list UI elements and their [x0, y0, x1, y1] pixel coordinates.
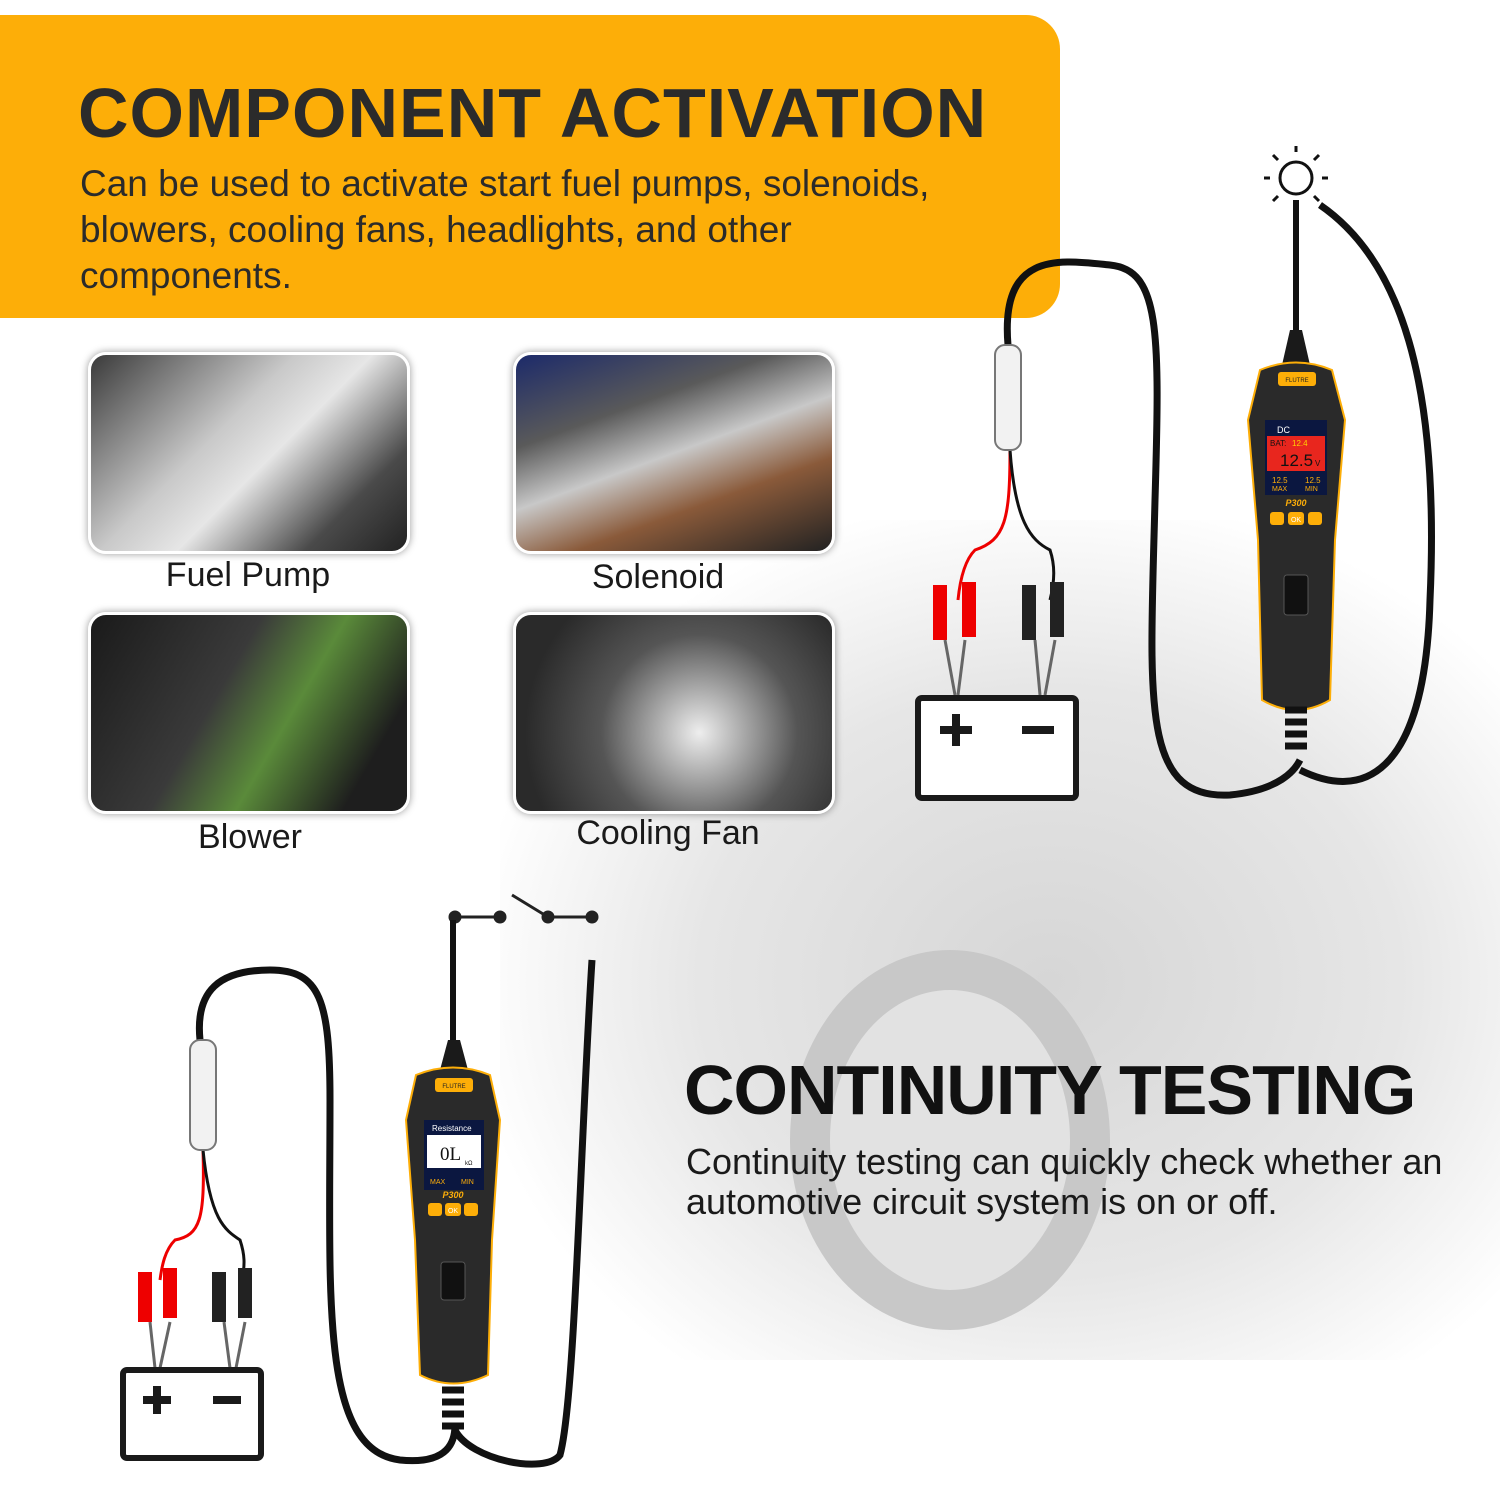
cable-bottom-right — [451, 959, 596, 1468]
continuity-title: CONTINUITY TESTING — [684, 1051, 1416, 1129]
device-screen-text: MAX — [1272, 486, 1288, 493]
device-screen-text: kΩ — [465, 1161, 473, 1167]
cable-bottom-left — [195, 966, 459, 1465]
switch-symbol — [448, 893, 599, 924]
cooling-fan-label: Cooling Fan — [576, 814, 760, 852]
cable-top-left — [1003, 258, 1304, 799]
connector-top — [994, 344, 1022, 451]
blower-label: Blower — [198, 818, 302, 856]
device-screen-text: P300 — [1285, 498, 1306, 508]
battery-icon-bottom — [120, 1367, 264, 1461]
connector-bottom — [189, 1039, 217, 1151]
ok-button[interactable] — [1288, 512, 1304, 525]
device-screen-text: OK — [448, 1208, 458, 1215]
device-screen-text: Resistance — [432, 1124, 472, 1133]
solenoid-label: Solenoid — [591, 558, 725, 596]
solenoid-photo — [513, 352, 835, 554]
light-bulb-icon — [1264, 146, 1328, 210]
left-button[interactable] — [1270, 512, 1284, 525]
cable-top-right — [1298, 202, 1435, 785]
device-screen-text: 12.5 — [1280, 451, 1313, 470]
device-screen-text: V — [1315, 459, 1321, 468]
continuity-description: Continuity testing can quickly check whe… — [686, 1141, 1443, 1222]
battery-clamps-bottom — [138, 1268, 252, 1369]
rocker-switch[interactable] — [440, 1261, 466, 1301]
right-button[interactable] — [1308, 512, 1322, 525]
device-screen-text: 0L — [440, 1144, 461, 1165]
device-screen-text: 12.5 — [1305, 476, 1321, 485]
left-button[interactable] — [428, 1203, 442, 1216]
device-screen-text: BAT: — [1270, 439, 1286, 448]
device-screen-text: MIN — [461, 1179, 474, 1186]
device-screen-text: OK — [1291, 517, 1301, 524]
device-screen-text: MAX — [430, 1179, 446, 1186]
device-screen-text: FLUTRE — [1285, 378, 1308, 384]
device-screen-text: P300 — [442, 1190, 463, 1200]
component-activation-banner: COMPONENT ACTIVATION Can be used to acti… — [0, 15, 1060, 318]
ok-button[interactable] — [445, 1203, 461, 1216]
fuel-pump-photo — [88, 352, 410, 554]
section-description: Can be used to activate start fuel pumps… — [80, 163, 930, 296]
section-title: COMPONENT ACTIVATION — [78, 74, 988, 152]
fuel-pump-label: Fuel Pump — [165, 556, 331, 594]
device-screen-text: DC — [1277, 425, 1290, 435]
device-screen-text: FLUTRE — [442, 1084, 465, 1090]
device-screen-text: 12.4 — [1292, 439, 1308, 448]
battery-icon-top — [915, 695, 1079, 801]
power-probe-device-bottom: FLUTRE Resistance 0L kΩ MAX MIN P300 OK — [404, 920, 502, 1430]
device-screen-text: MIN — [1305, 486, 1318, 493]
battery-clamps-top — [933, 582, 1064, 696]
cooling-fan-photo — [513, 612, 835, 814]
power-probe-device-top: FLUTRE DC BAT: 12.4 12.5 V 12.5 MAX 12.5… — [1246, 200, 1347, 750]
right-button[interactable] — [464, 1203, 478, 1216]
blower-photo — [88, 612, 410, 814]
device-screen-text: 12.5 — [1272, 476, 1288, 485]
rocker-switch[interactable] — [1283, 574, 1309, 616]
